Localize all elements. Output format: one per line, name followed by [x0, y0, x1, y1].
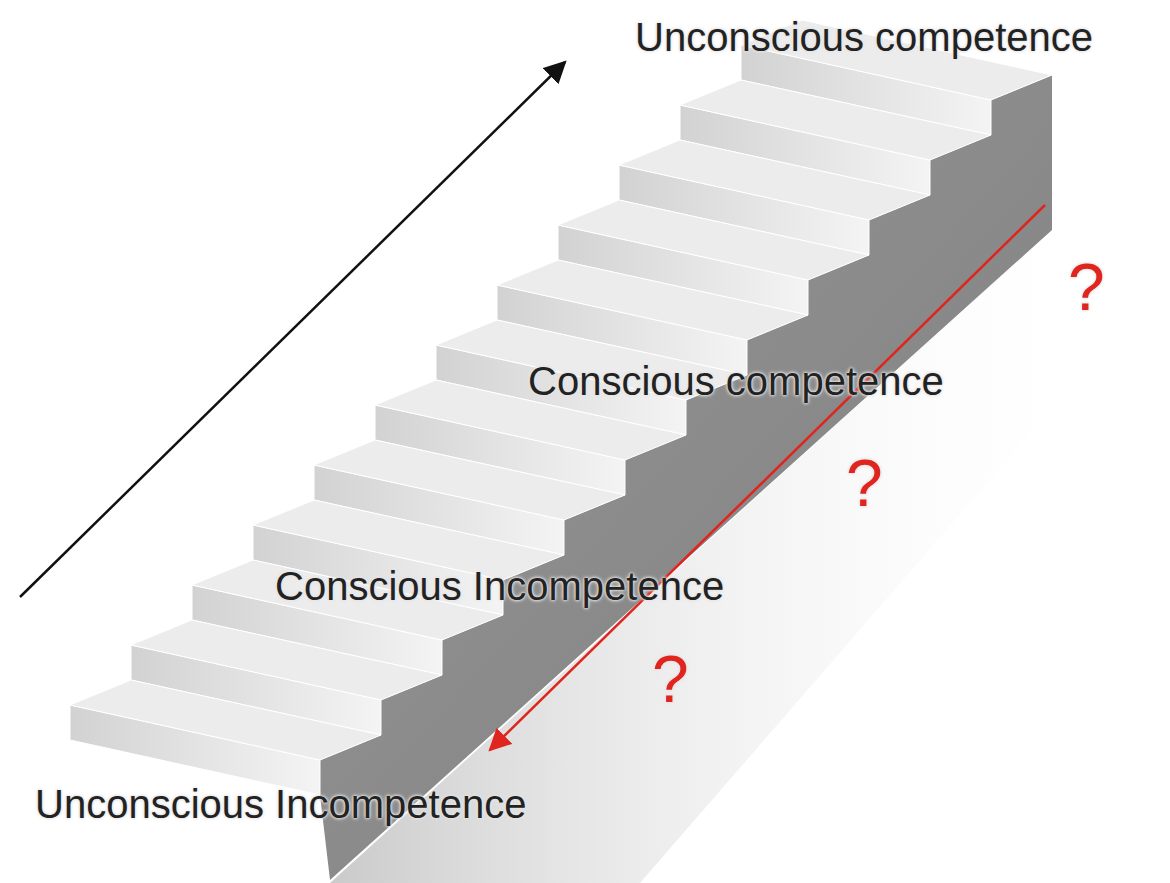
stage-label: Conscious Incompetence [275, 563, 724, 609]
stair-steps [70, 20, 1052, 795]
stage-label: Unconscious competence [635, 14, 1093, 60]
stage-label: Unconscious Incompetence [35, 781, 526, 827]
question-mark: ? [846, 446, 883, 522]
progress-arrow [20, 62, 565, 597]
stage-label: Conscious competence [528, 358, 944, 404]
regress-arrow [490, 205, 1045, 750]
question-mark: ? [1068, 250, 1105, 326]
question-mark: ? [652, 642, 689, 718]
